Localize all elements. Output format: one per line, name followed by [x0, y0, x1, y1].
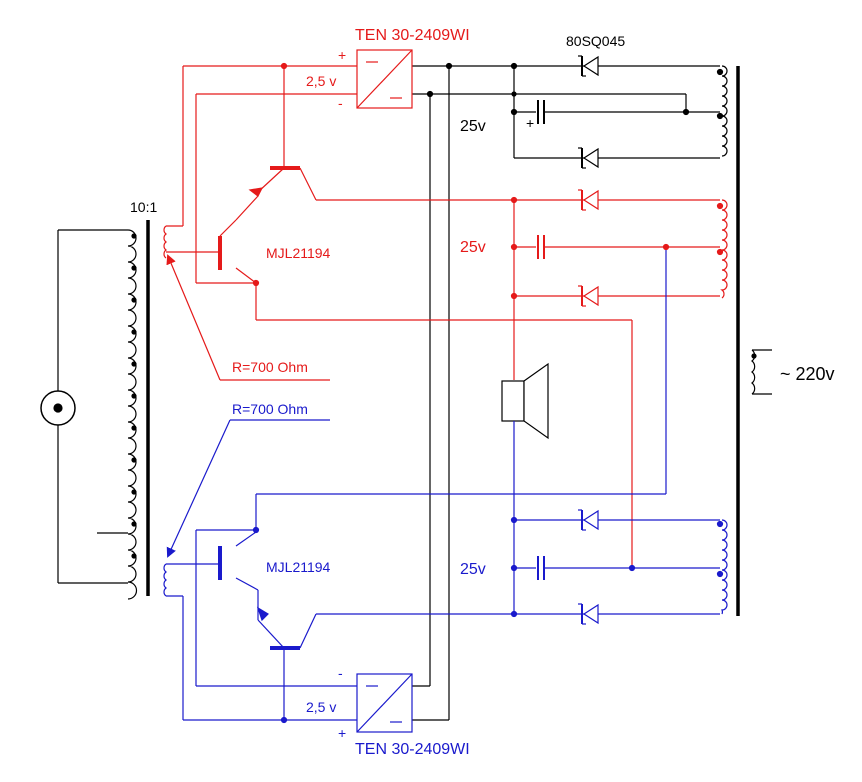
red-wiring — [163, 49, 728, 568]
dcdc-top-plus: + — [338, 47, 346, 63]
transistor-bottom-label: MJL21194 — [266, 559, 331, 575]
dcdc-bottom-minus: - — [338, 665, 343, 681]
dcdc-top-voltage: 2,5 v — [306, 73, 336, 89]
dcdc-converter-bottom — [356, 673, 413, 733]
mains-label: ~ 220v — [780, 364, 835, 384]
voltage-25-b: 25v — [460, 239, 486, 256]
blue-wiring — [163, 419, 728, 733]
drive-coil-top-icon — [163, 225, 167, 259]
dcdc-top-label: TEN 30-2409WI — [355, 27, 470, 44]
voltage-25-c: 25v — [460, 561, 486, 578]
transistor-top-label: MJL21194 — [266, 245, 331, 261]
dcdc-converter-top — [356, 49, 413, 109]
dcdc-top-minus: - — [338, 95, 343, 111]
diode-icon — [578, 189, 599, 211]
dcdc-bottom-plus: + — [338, 725, 346, 741]
drive-coil-bottom-icon — [163, 563, 167, 597]
primary-coil-icon — [127, 229, 138, 600]
labels: TEN 30-2409WI + - 2,5 v 80SQ045 25v + 10… — [130, 27, 835, 758]
diode-icon — [578, 509, 599, 531]
diode-part-label: 80SQ045 — [566, 33, 625, 49]
diode-icon — [578, 285, 599, 307]
voltage-25-a: 25v — [460, 118, 486, 135]
diode-icon — [578, 147, 599, 169]
dcdc-bottom-voltage: 2,5 v — [306, 699, 336, 715]
diode-icon — [578, 55, 599, 77]
speaker-icon — [501, 362, 549, 440]
ratio-label: 10:1 — [130, 199, 157, 215]
black-wiring — [40, 55, 772, 721]
resistor-top-label: R=700 Ohm — [232, 359, 308, 375]
resistor-bottom-label: R=700 Ohm — [232, 401, 308, 417]
dcdc-bottom-label: TEN 30-2409WI — [355, 741, 470, 758]
diode-icon — [578, 603, 599, 625]
cap-plus: + — [526, 115, 534, 131]
